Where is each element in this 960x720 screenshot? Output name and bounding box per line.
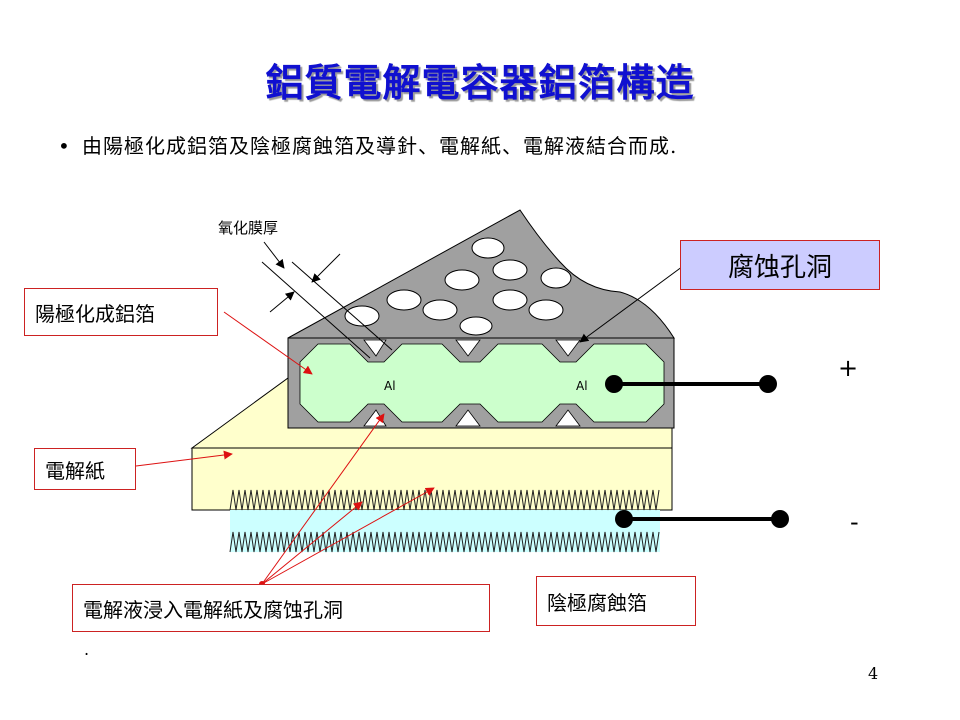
- cathode-lead-terminal: [615, 510, 633, 528]
- etch-hole: [444, 269, 480, 291]
- etch-hole: [471, 237, 505, 259]
- electrolyte-pointer: [261, 501, 363, 585]
- separator-pointer: [135, 450, 233, 467]
- electrolyte-pointer: [261, 487, 435, 585]
- anode-foil-aluminium-core: [299, 343, 665, 423]
- etch-hole: [344, 305, 380, 327]
- plus-sign: +: [838, 354, 859, 382]
- cathode-lead-terminal: [771, 510, 789, 528]
- minus-sign: -: [850, 508, 859, 536]
- cathode-foil-label: 陰極腐蝕箔: [536, 576, 696, 626]
- oxide-dimension-line: [261, 261, 371, 359]
- etch-holes-label: 腐蚀孔洞: [680, 240, 880, 290]
- etch-hole: [386, 289, 422, 311]
- page-number: 4: [868, 664, 879, 683]
- etch-hole: [540, 267, 572, 289]
- anode-foil-pointer: [223, 311, 313, 375]
- etch-pit: [555, 339, 581, 357]
- oxide-thickness-label: 氧化膜厚: [218, 219, 279, 237]
- cathode-etch-zigzag-top: [229, 489, 660, 511]
- etch-pit: [455, 409, 481, 427]
- oxide-dimension-arrow: [311, 253, 341, 283]
- etch-hole: [422, 299, 458, 321]
- oxide-dimension-arrow: [269, 291, 295, 313]
- trailing-mark: .: [84, 640, 90, 659]
- separator-paper-label: 電解紙: [34, 448, 136, 490]
- bullet-item: • 由陽極化成鋁箔及陰極腐蝕箔及導針、電解紙、電解液結合而成.: [58, 130, 677, 159]
- al-label-left: Al: [384, 379, 396, 393]
- etch-pit: [363, 339, 387, 357]
- electrolyte-label: 電解液浸入電解紙及腐蚀孔洞: [72, 584, 490, 632]
- bullet-icon: •: [58, 134, 70, 158]
- anode-lead-terminal: [759, 375, 777, 393]
- etch-pit: [455, 339, 481, 357]
- etch-hole: [528, 299, 564, 321]
- etch-hole: [492, 259, 528, 281]
- etch-hole: [459, 316, 493, 336]
- etched-surface-peel: [287, 209, 675, 339]
- anode-lead-terminal: [605, 375, 623, 393]
- anode-foil-label: 陽極化成鋁箔: [24, 288, 218, 336]
- oxide-dimension-arrow: [263, 241, 285, 269]
- etch-holes-pointer: [579, 257, 695, 343]
- cathode-etch-zigzag-bottom: [229, 531, 660, 553]
- etch-hole-ovals: [344, 237, 572, 336]
- bullet-text: 由陽極化成鋁箔及陰極腐蝕箔及導針、電解紙、電解液結合而成.: [82, 134, 678, 158]
- etch-pit: [555, 409, 581, 427]
- separator-paper-front: [191, 447, 673, 511]
- electrolyte-pointer: [261, 413, 385, 585]
- slide-title: 鋁質電解電容器鋁箔構造: [265, 60, 695, 105]
- etch-hole: [492, 289, 528, 311]
- al-label-right: Al: [576, 379, 588, 393]
- oxide-dimension-line: [291, 261, 393, 351]
